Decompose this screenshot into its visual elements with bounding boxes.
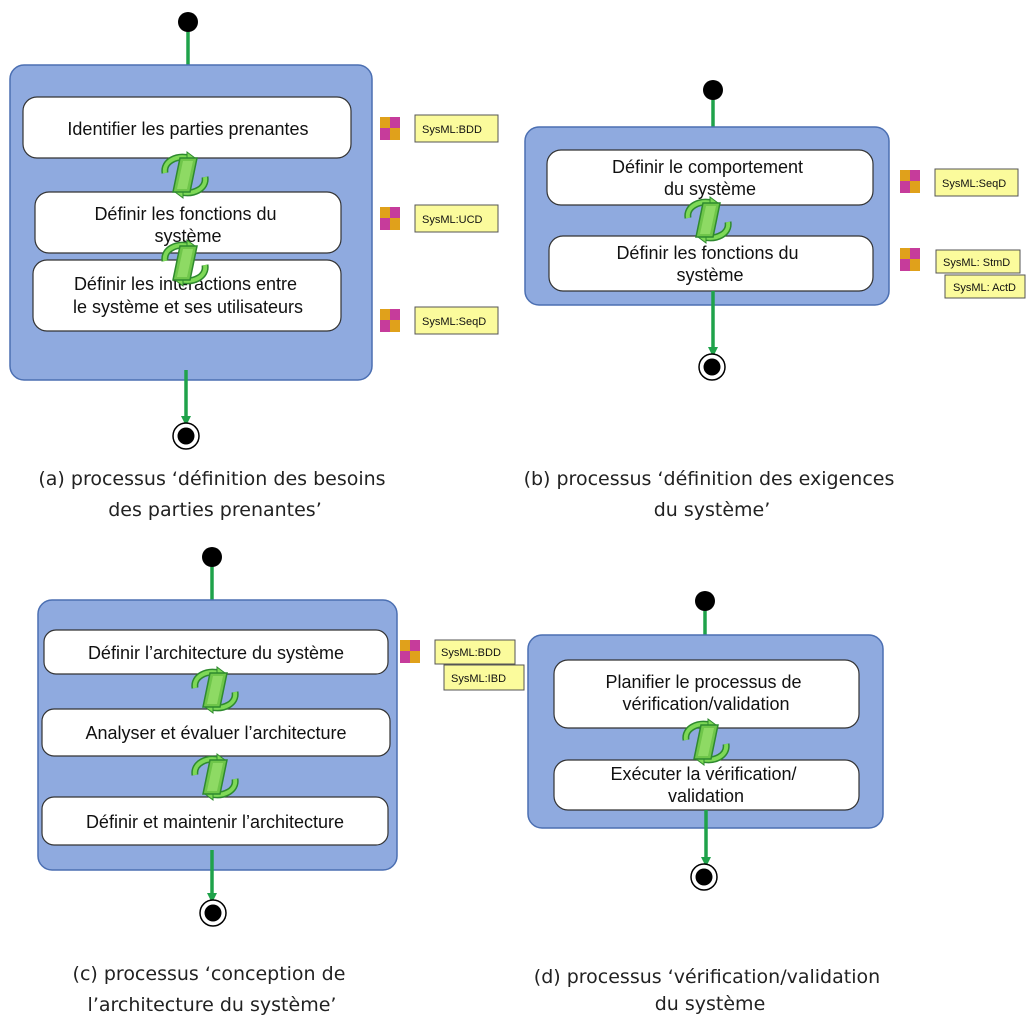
activity-label: Identifier les parties prenantes <box>67 119 308 139</box>
sysml-tag-label: SysML:SeqD <box>942 178 1006 190</box>
diagram-c: Définir l’architecture du système Analys… <box>37 547 525 1016</box>
caption: (c) processus ‘conception de l’architect… <box>73 963 352 1016</box>
sysml-tag <box>934 168 1019 197</box>
diagram-a: Identifier les parties prenantes Définir… <box>9 12 499 521</box>
sysml-tag <box>443 664 525 691</box>
sysml-tag <box>944 274 1026 299</box>
activity-label: Définir les fonctions du système <box>616 243 803 285</box>
sysml-tag <box>414 114 499 143</box>
sysml-logo-icon <box>900 170 920 193</box>
sysml-tag <box>414 306 499 335</box>
initial-node <box>703 80 723 100</box>
sysml-tag-label: SysML:BDD <box>441 647 501 659</box>
initial-node <box>695 591 715 611</box>
activity-label: Définir et maintenir l’architecture <box>86 812 344 832</box>
activity-label: Planifier le processus de vérification/v… <box>605 672 806 714</box>
sysml-logo-icon <box>380 309 400 332</box>
caption: (b) processus ‘définition des exigences … <box>524 468 901 521</box>
initial-node <box>202 547 222 567</box>
activity-label: Définir l’architecture du système <box>88 643 344 663</box>
activity-label: Exécuter la vérification/ validation <box>610 764 801 806</box>
sysml-tag-label: SysML:SeqD <box>422 316 486 328</box>
sysml-tag-label: SysML: StmD <box>943 257 1010 269</box>
activity-label: Définir les fonctions du système <box>94 204 281 246</box>
caption: (a) processus ‘définition des besoins de… <box>38 468 391 521</box>
sysml-tag-label: SysML:UCD <box>422 214 483 226</box>
sysml-logo-icon <box>400 640 420 663</box>
sysml-logo-icon <box>380 117 400 140</box>
sysml-tag <box>434 639 516 665</box>
sysml-logo-icon <box>900 248 920 271</box>
diagram-b: Définir le comportement du système Défin… <box>524 80 1026 521</box>
diagram-d: Planifier le processus de vérification/v… <box>527 591 886 1015</box>
activity-label: Analyser et évaluer l’architecture <box>85 723 346 743</box>
initial-node <box>178 12 198 32</box>
sysml-tag-label: SysML: ActD <box>953 282 1016 294</box>
sysml-tag <box>935 249 1021 274</box>
activity-label: Définir le comportement du système <box>612 157 808 199</box>
sysml-tag-label: SysML:BDD <box>422 124 482 136</box>
sysml-tag <box>414 204 499 233</box>
caption: (d) processus ‘vérification/validation d… <box>534 966 886 1015</box>
sysml-logo-icon <box>380 207 400 230</box>
sysml-tag-label: SysML:IBD <box>451 673 506 685</box>
